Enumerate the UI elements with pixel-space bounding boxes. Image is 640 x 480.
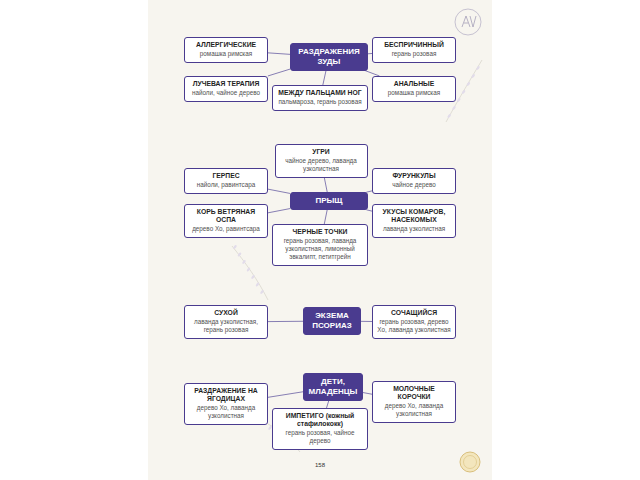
box-body: дерево Хо, равинтсара	[189, 225, 263, 233]
lavender-bud	[447, 114, 452, 119]
box-heading: АНАЛЬНЫЕ	[377, 80, 451, 88]
box-heading: СОЧАЩИЙСЯ	[377, 309, 451, 317]
remedy-box: СОЧАЩИЙСЯгерань розовая, дерево Хо, лава…	[372, 305, 456, 339]
remedy-box: УКУСЫ КОМАРОВ, НАСЕКОМЫХлаванда узколист…	[372, 204, 456, 238]
box-heading: МОЛОЧНЫЕ КОРОЧКИ	[377, 385, 451, 401]
lavender-bud	[246, 267, 251, 272]
box-heading: ГЕРПЕС	[189, 172, 263, 180]
box-heading: КОРЬ ВЕТРЯНАЯ ОСПА	[189, 208, 263, 224]
box-heading: ПРЫЩ	[294, 196, 364, 206]
page-number: 158	[315, 462, 325, 468]
lavender-bud	[260, 290, 265, 295]
box-heading: АЛЛЕРГИЧЕСКИЕ	[189, 41, 263, 49]
box-body: дерево Хо, лаванда узколистная	[189, 404, 263, 420]
topic-box: ЭКЗЕМА ПСОРИАЗ	[303, 307, 361, 334]
lavender-buds	[233, 66, 481, 449]
remedy-box: АНАЛЬНЫЕромашка римская	[372, 76, 456, 102]
logo-mark	[455, 9, 481, 35]
connector-line	[324, 178, 327, 192]
lavender-bud	[461, 90, 466, 95]
connector-line	[268, 321, 303, 322]
lavender-bud	[242, 260, 247, 265]
remedy-box: СУХОЙлаванда узколистная, герань розовая	[184, 305, 268, 339]
box-heading: ФУРУНКУЛЫ	[377, 172, 451, 180]
remedy-box: УГРИчайное дерево, лаванда узколистная	[275, 144, 368, 178]
lavender-bud	[255, 282, 260, 287]
box-body: герань розовая, чайное дерево	[277, 429, 363, 445]
box-heading: ЧЕРНЫЕ ТОЧКИ	[277, 228, 363, 236]
box-body: чайное дерево	[377, 181, 451, 189]
topic-box: РАЗДРАЖЕНИЯ ЗУДЫ	[290, 43, 368, 70]
box-heading: УКУСЫ КОМАРОВ, НАСЕКОМЫХ	[377, 208, 451, 224]
box-body: герань розовая, лаванда узколистная, лим…	[277, 237, 363, 261]
box-body: пальмароза, герань розовая	[277, 98, 363, 106]
connector-line	[268, 53, 290, 54]
connector-line	[327, 401, 329, 408]
lavender-bud	[471, 74, 476, 79]
box-body: чайное дерево, лаванда узколистная	[280, 157, 363, 173]
sprig-stem	[232, 246, 268, 300]
remedy-box: ЛУЧЕВАЯ ТЕРАПИЯнайоли, чайное дерево	[184, 76, 268, 102]
corner-seal	[460, 452, 480, 472]
box-heading: РАЗДРАЖЕНИЯ ЗУДЫ	[294, 47, 364, 66]
connector-line	[324, 210, 327, 224]
box-body: ромашка римская	[377, 89, 451, 97]
lavender-bud	[233, 245, 238, 250]
box-heading: РАЗДРАЖЕНИЕ НА ЯГОДИЦАХ	[189, 387, 263, 403]
remedy-box: АЛЛЕРГИЧЕСКИЕромашка римская	[184, 37, 268, 63]
lavender-bud	[456, 98, 461, 103]
remedy-box: КОРЬ ВЕТРЯНАЯ ОСПАдерево Хо, равинтсара	[184, 204, 268, 238]
box-heading: БЕСПРИЧИННЫЙ	[377, 41, 451, 49]
connector-line	[268, 69, 290, 76]
topic-box: ПРЫЩ	[290, 192, 368, 210]
box-heading: ДЕТИ, МЛАДЕНЦЫ	[307, 377, 359, 396]
topic-box: ДЕТИ, МЛАДЕНЦЫ	[303, 373, 363, 400]
box-body: ромашка римская	[189, 50, 263, 58]
box-body: найоли, чайное дерево	[189, 89, 263, 97]
box-body: дерево Хо, лаванда узколистная	[377, 402, 451, 418]
remedy-box: ГЕРПЕСнайоли, равинтсара	[184, 168, 268, 194]
page-ground	[148, 0, 492, 480]
connector-line	[361, 321, 372, 322]
connector-line	[323, 71, 326, 85]
lavender-bud	[476, 66, 481, 71]
box-body: лаванда узколистная, герань розовая	[189, 318, 263, 334]
remedy-box: ФУРУНКУЛЫчайное дерево	[372, 168, 456, 194]
remedy-box: РАЗДРАЖЕНИЕ НА ЯГОДИЦАХдерево Хо, лаванд…	[184, 383, 268, 425]
box-body: найоли, равинтсара	[189, 181, 263, 189]
remedy-box: ЧЕРНЫЕ ТОЧКИгерань розовая, лаванда узко…	[272, 224, 368, 266]
lavender-sprigs	[232, 60, 482, 452]
connector-line	[268, 209, 290, 213]
logo-monogram	[462, 16, 476, 27]
connector-line	[268, 189, 290, 193]
connector-line	[268, 392, 303, 398]
lavender-bud	[466, 82, 471, 87]
remedy-box: МЕЖДУ ПАЛЬЦАМИ НОГпальмароза, герань роз…	[272, 85, 368, 111]
box-heading: ЛУЧЕВАЯ ТЕРАПИЯ	[189, 80, 263, 88]
box-heading: МЕЖДУ ПАЛЬЦАМИ НОГ	[277, 89, 363, 97]
box-body: герань розовая, дерево Хо, лаванда узкол…	[377, 318, 451, 334]
lavender-bud	[452, 106, 457, 111]
lavender-bud	[237, 252, 242, 257]
box-body: лаванда узколистная	[377, 225, 451, 233]
box-heading: СУХОЙ	[189, 309, 263, 317]
remedy-box: БЕСПРИЧИННЫЙгерань розовая	[372, 37, 456, 63]
connector-line	[363, 393, 372, 395]
remedy-box: МОЛОЧНЫЕ КОРОЧКИдерево Хо, лаванда узкол…	[372, 381, 456, 423]
remedy-box: ИМПЕТИГО (кожный стафилококк)герань розо…	[272, 408, 368, 450]
box-heading: ЭКЗЕМА ПСОРИАЗ	[307, 311, 357, 330]
corner-seal-ring	[464, 456, 477, 469]
box-heading: ИМПЕТИГО (кожный стафилококк)	[277, 412, 363, 428]
box-body: герань розовая	[377, 50, 451, 58]
box-heading: УГРИ	[280, 148, 363, 156]
lavender-bud	[251, 275, 256, 280]
